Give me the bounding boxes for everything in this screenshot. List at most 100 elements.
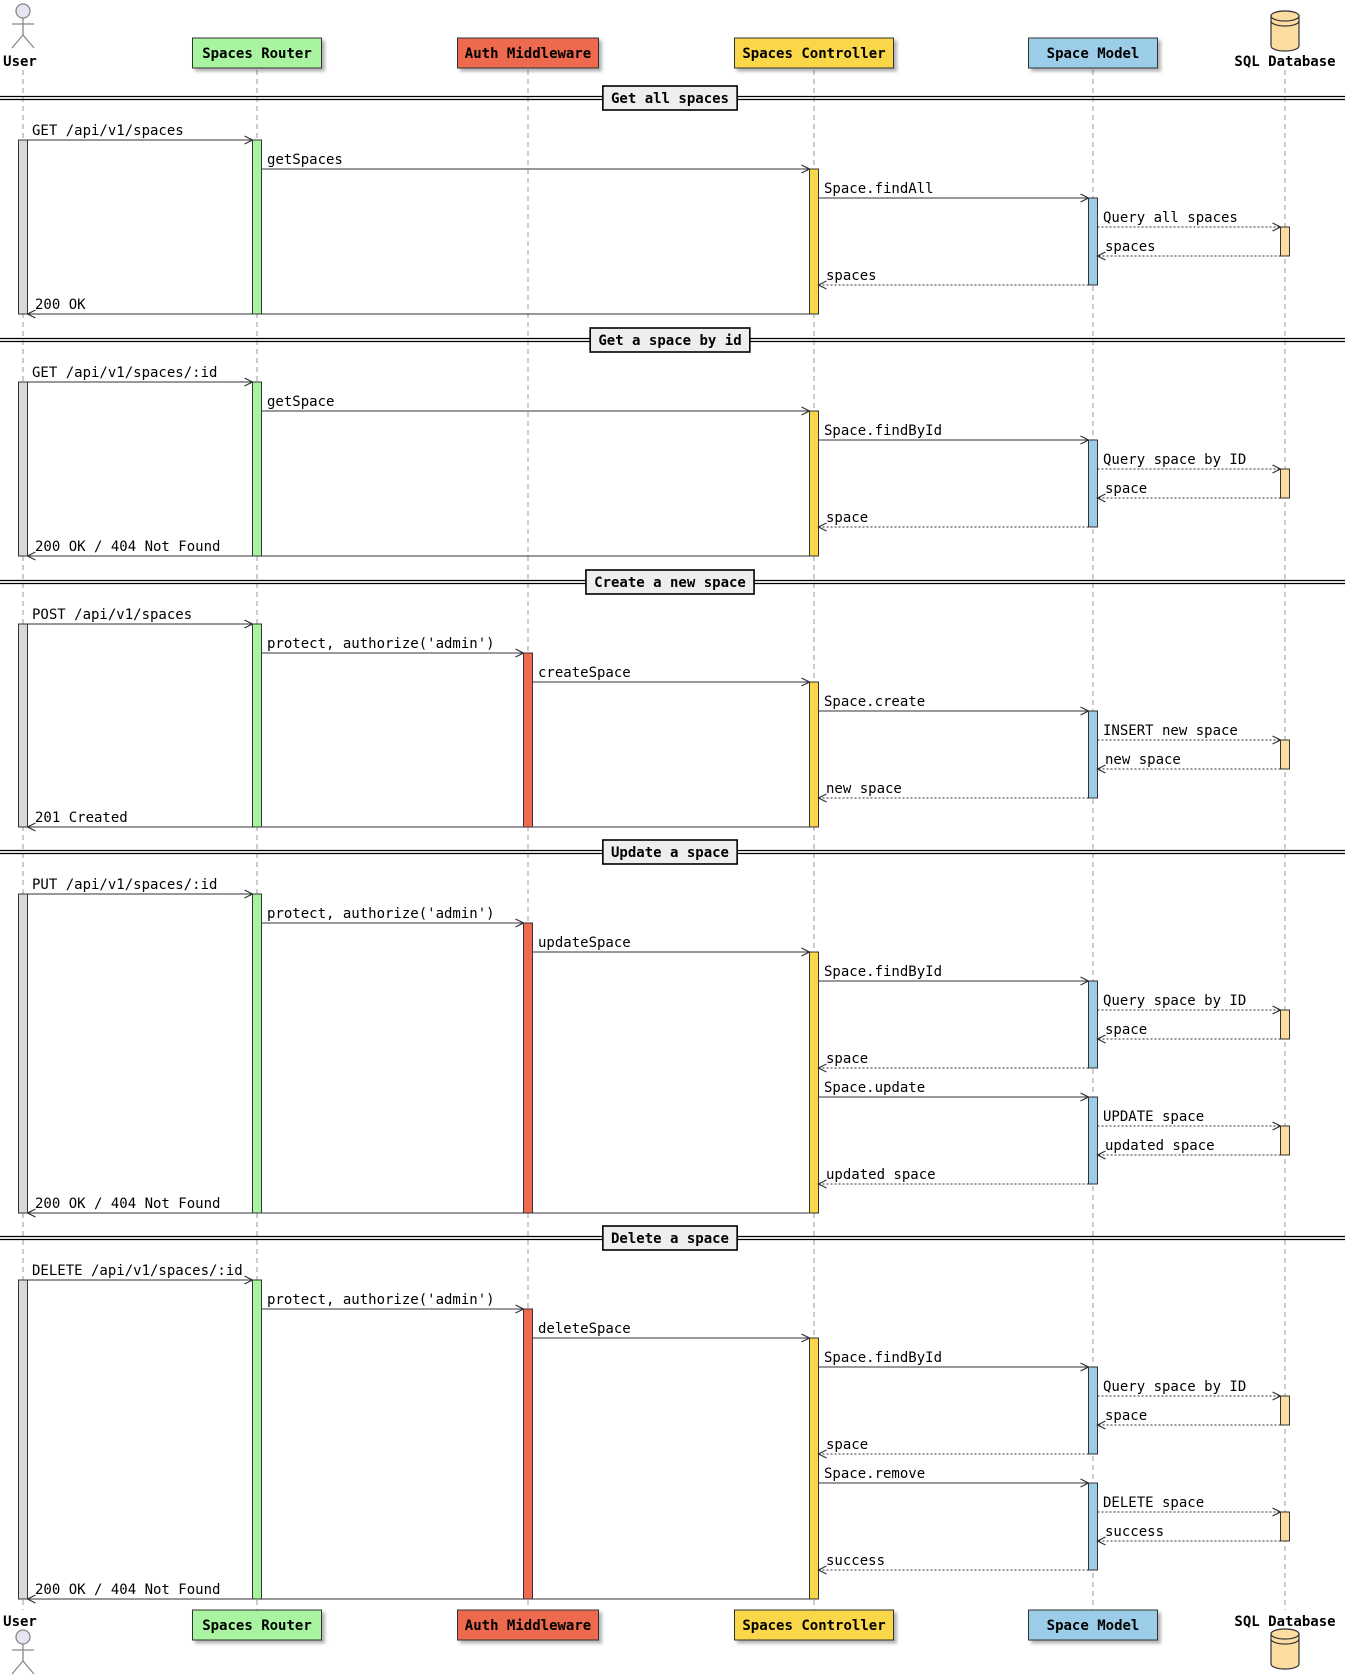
message-arrow: POST /api/v1/spaces bbox=[27, 607, 254, 629]
message-label: DELETE /api/v1/spaces/:id bbox=[32, 1263, 243, 1279]
arrowhead bbox=[1096, 493, 1106, 503]
activation-model bbox=[1088, 710, 1098, 799]
participant-label: Space Model bbox=[1047, 46, 1140, 62]
section-header-box bbox=[585, 569, 755, 595]
activation-db bbox=[1280, 1395, 1290, 1426]
arrowhead bbox=[1272, 222, 1282, 232]
message-arrow: success bbox=[817, 1553, 1089, 1575]
activation-user bbox=[18, 381, 28, 557]
lifelines bbox=[22, 70, 1286, 1610]
message-arrow: spaces bbox=[817, 268, 1089, 290]
section-update-a-space: Update a space bbox=[0, 839, 1345, 865]
message-arrow: space bbox=[1096, 1408, 1281, 1430]
arrowhead bbox=[1080, 435, 1090, 445]
activation-ctrl bbox=[809, 951, 819, 1214]
activations bbox=[18, 139, 1290, 1600]
message-label: protect, authorize('admin') bbox=[267, 906, 495, 922]
activation-router bbox=[252, 623, 262, 828]
message-arrow: Query space by ID bbox=[1097, 993, 1282, 1015]
message-arrow: space bbox=[817, 1051, 1089, 1073]
message-arrow: protect, authorize('admin') bbox=[261, 906, 525, 928]
activation-ctrl bbox=[809, 1337, 819, 1600]
activation-auth bbox=[523, 1308, 533, 1600]
arrowhead bbox=[515, 918, 525, 928]
message-label: Query all spaces bbox=[1103, 210, 1238, 226]
section-header-box bbox=[602, 85, 738, 111]
message-label: Space.findAll bbox=[824, 181, 934, 197]
message-arrow: Query space by ID bbox=[1097, 1379, 1282, 1401]
participant-model-bottom: Space Model bbox=[1028, 1609, 1158, 1641]
message-arrow: Space.findById bbox=[818, 1350, 1090, 1372]
activation-model bbox=[1088, 197, 1098, 286]
arrowhead bbox=[801, 406, 811, 416]
participant-label: Spaces Router bbox=[202, 46, 312, 62]
message-arrow: Space.findById bbox=[818, 423, 1090, 445]
activation-db bbox=[1280, 1125, 1290, 1156]
message-label: 200 OK bbox=[35, 297, 86, 313]
activation-ctrl bbox=[809, 410, 819, 557]
message-arrow: space bbox=[817, 510, 1089, 532]
message-label: updateSpace bbox=[538, 935, 631, 951]
activation-model bbox=[1088, 1096, 1098, 1185]
message-label: getSpace bbox=[267, 394, 334, 410]
message-label: protect, authorize('admin') bbox=[267, 636, 495, 652]
participant-label: User bbox=[3, 54, 37, 70]
activation-model bbox=[1088, 1366, 1098, 1455]
message-label: INSERT new space bbox=[1103, 723, 1238, 739]
participant-db-top: SQL Database bbox=[1234, 10, 1336, 70]
activation-router bbox=[252, 893, 262, 1214]
message-arrow: space bbox=[1096, 481, 1281, 503]
arrowhead bbox=[1080, 976, 1090, 986]
message-arrow: space bbox=[1096, 1022, 1281, 1044]
arrowhead bbox=[244, 135, 254, 145]
message-label: 200 OK / 404 Not Found bbox=[35, 539, 220, 555]
message-label: DELETE space bbox=[1103, 1495, 1204, 1511]
activation-user bbox=[18, 893, 28, 1214]
participant-user-bottom: User bbox=[3, 1614, 37, 1675]
message-arrow: new space bbox=[1096, 752, 1281, 774]
arrowhead bbox=[26, 1594, 36, 1604]
actor-icon bbox=[11, 1629, 35, 1675]
arrowhead bbox=[26, 1208, 36, 1218]
message-arrow: DELETE space bbox=[1097, 1495, 1282, 1517]
section-header: Delete a space bbox=[611, 1231, 729, 1247]
message-label: space bbox=[826, 1051, 868, 1067]
message-arrow: Space.create bbox=[818, 694, 1090, 716]
arrowhead bbox=[1080, 193, 1090, 203]
message-arrow: protect, authorize('admin') bbox=[261, 636, 525, 658]
activation-router bbox=[252, 381, 262, 557]
message-label: UPDATE space bbox=[1103, 1109, 1204, 1125]
message-arrow: 201 Created bbox=[26, 810, 810, 832]
message-arrow: success bbox=[1096, 1524, 1281, 1546]
participant-box bbox=[1028, 1609, 1158, 1641]
arrowhead bbox=[817, 1565, 827, 1575]
message-label: Space.findById bbox=[824, 1350, 942, 1366]
message-label: deleteSpace bbox=[538, 1321, 631, 1337]
participant-ctrl-top: Spaces Controller bbox=[734, 37, 894, 69]
message-arrow: DELETE /api/v1/spaces/:id bbox=[27, 1263, 254, 1285]
participant-box bbox=[457, 37, 599, 69]
arrowhead bbox=[817, 793, 827, 803]
arrowhead bbox=[817, 1449, 827, 1459]
arrowhead bbox=[1096, 251, 1106, 261]
section-header: Get all spaces bbox=[611, 91, 729, 107]
activation-model bbox=[1088, 439, 1098, 528]
message-label: spaces bbox=[826, 268, 877, 284]
arrowhead bbox=[1272, 1005, 1282, 1015]
participant-label: SQL Database bbox=[1234, 1614, 1335, 1630]
arrowhead bbox=[1272, 1121, 1282, 1131]
activation-user bbox=[18, 1279, 28, 1600]
participant-label: SQL Database bbox=[1234, 54, 1335, 70]
arrowhead bbox=[244, 377, 254, 387]
message-arrow: 200 OK / 404 Not Found bbox=[26, 539, 810, 561]
message-arrow: Space.findAll bbox=[818, 181, 1090, 203]
message-label: GET /api/v1/spaces bbox=[32, 123, 184, 139]
message-label: 200 OK / 404 Not Found bbox=[35, 1582, 220, 1598]
participant-label: Auth Middleware bbox=[465, 46, 591, 62]
section-header-box bbox=[589, 327, 751, 353]
arrowhead bbox=[1272, 735, 1282, 745]
section-header-box bbox=[602, 1225, 738, 1251]
message-arrow: UPDATE space bbox=[1097, 1109, 1282, 1131]
message-label: success bbox=[1105, 1524, 1164, 1540]
message-label: space bbox=[826, 1437, 868, 1453]
